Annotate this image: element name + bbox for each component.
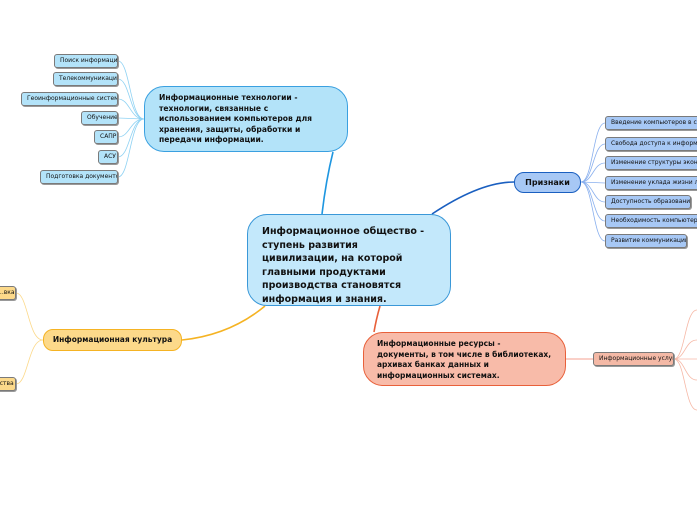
leaf-resources-0[interactable]: Информационные услуги <box>593 352 674 366</box>
leaf-signs-3[interactable]: Изменение уклада жизни людей <box>605 176 697 190</box>
leaf-signs-5[interactable]: Необходимость компьютерной <box>605 214 697 228</box>
leaf-culture-1[interactable]: ...ства <box>0 377 16 391</box>
leaf-signs-4[interactable]: Доступность образования <box>605 195 691 209</box>
leaf-it-4[interactable]: САПР <box>94 130 118 144</box>
central-topic-text: Информационное общество - ступень развит… <box>262 226 425 305</box>
leaf-it-1[interactable]: Телекоммуникации <box>53 72 118 86</box>
topic-culture[interactable]: Информационная культура <box>43 329 182 351</box>
leaf-signs-2[interactable]: Изменение структуры экономики <box>605 156 697 170</box>
topic-resources[interactable]: Информационные ресурсы - документы, в то… <box>363 332 566 386</box>
leaf-it-3[interactable]: Обучение <box>81 111 118 125</box>
leaf-it-0[interactable]: Поиск информации <box>54 54 118 68</box>
topic-culture-text: Информационная культура <box>52 335 173 344</box>
topic-it[interactable]: Информационные технологии - технологии, … <box>144 86 348 152</box>
leaf-it-2[interactable]: Геоинформационные системы <box>21 92 118 106</box>
leaf-signs-1[interactable]: Свобода доступа к информации <box>605 137 697 151</box>
leaf-signs-6[interactable]: Развитие коммуникаций <box>605 234 687 248</box>
topic-signs[interactable]: Признаки <box>514 172 581 193</box>
topic-signs-text: Признаки <box>525 178 570 187</box>
leaf-culture-0[interactable]: ...вка <box>0 286 16 300</box>
central-topic[interactable]: Информационное общество - ступень развит… <box>247 214 451 306</box>
topic-resources-text: Информационные ресурсы - документы, в то… <box>377 339 552 380</box>
leaf-it-6[interactable]: Подготовка документов <box>40 170 118 184</box>
leaf-signs-0[interactable]: Введение компьютеров в сферу <box>605 116 697 130</box>
topic-it-text: Информационные технологии - технологии, … <box>159 93 313 144</box>
leaf-it-5[interactable]: АСУ <box>98 150 118 164</box>
